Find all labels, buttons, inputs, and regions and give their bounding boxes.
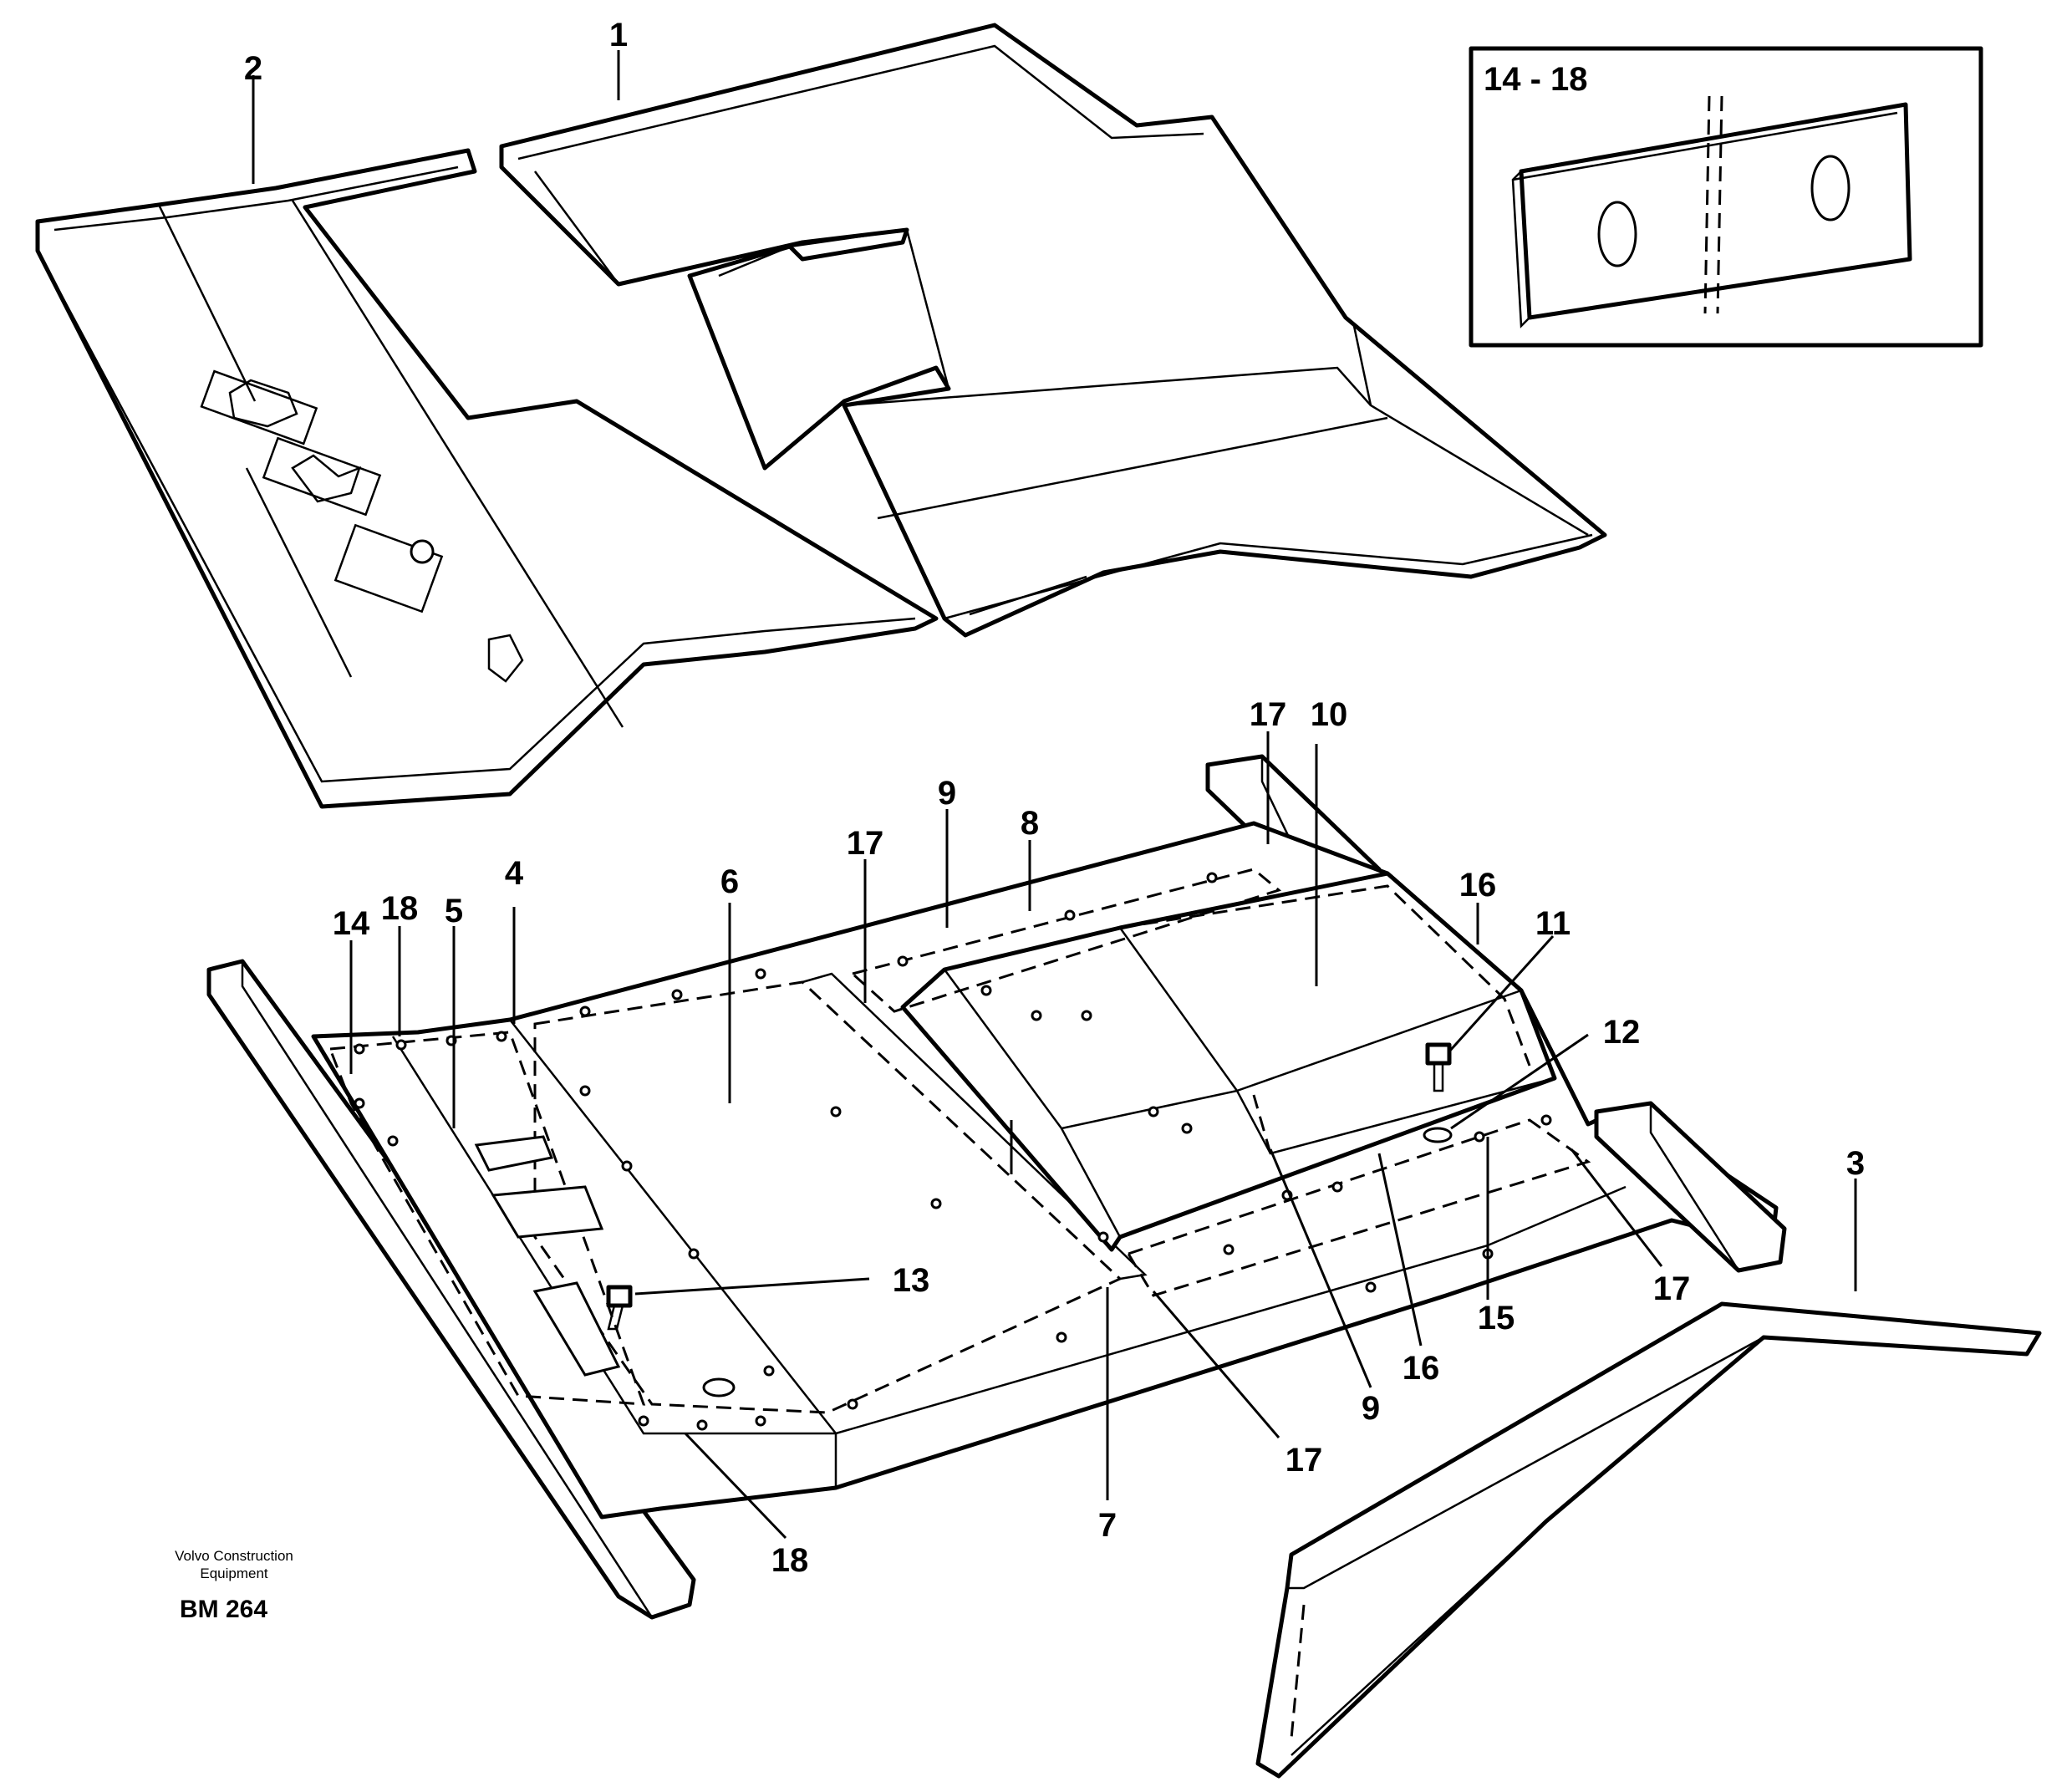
callout-16-top: 16 xyxy=(1459,867,1497,904)
maker-line-2: Equipment xyxy=(200,1566,268,1581)
callout-2: 2 xyxy=(244,50,262,87)
callout-1: 1 xyxy=(609,17,628,53)
drawing-code: BM 264 xyxy=(180,1596,267,1623)
footer: Volvo Construction Equipment BM 264 xyxy=(175,1548,293,1623)
callout-17-d: 17 xyxy=(1285,1442,1323,1479)
callout-10: 10 xyxy=(1311,696,1348,733)
callout-17-b: 17 xyxy=(847,825,884,862)
maker-line-1: Volvo Construction xyxy=(175,1548,293,1564)
callout-7: 7 xyxy=(1098,1507,1117,1544)
part-2-floor-plate-left xyxy=(35,148,939,809)
part-3-angled-bar xyxy=(1255,1301,2042,1779)
callout-18-bottom: 18 xyxy=(771,1542,809,1579)
callout-11: 11 xyxy=(1535,905,1571,942)
callout-12: 12 xyxy=(1603,1014,1641,1051)
callout-9-bottom: 9 xyxy=(1362,1390,1380,1427)
callout-6: 6 xyxy=(720,863,739,900)
callout-17-c: 17 xyxy=(1653,1270,1691,1307)
callout-14: 14 xyxy=(333,905,370,942)
detail-box xyxy=(1469,46,1983,348)
part-1-floor-plate-right xyxy=(499,23,1607,638)
callout-labels: 1 2 3 4 5 6 7 8 9 9 10 11 12 13 14 15 16… xyxy=(244,17,1865,1579)
leader-lines xyxy=(252,50,1857,1540)
callout-15: 15 xyxy=(1478,1300,1515,1336)
callout-4: 4 xyxy=(505,855,524,892)
detail-title: 14 - 18 xyxy=(1484,61,1588,98)
callout-13: 13 xyxy=(893,1262,930,1299)
callout-18-top: 18 xyxy=(381,890,419,927)
callout-17-a: 17 xyxy=(1250,696,1287,733)
callout-5: 5 xyxy=(445,893,463,929)
callout-8: 8 xyxy=(1021,805,1039,842)
callout-3: 3 xyxy=(1846,1145,1865,1182)
callout-16-bottom: 16 xyxy=(1403,1350,1440,1387)
callout-9-top: 9 xyxy=(938,775,956,812)
